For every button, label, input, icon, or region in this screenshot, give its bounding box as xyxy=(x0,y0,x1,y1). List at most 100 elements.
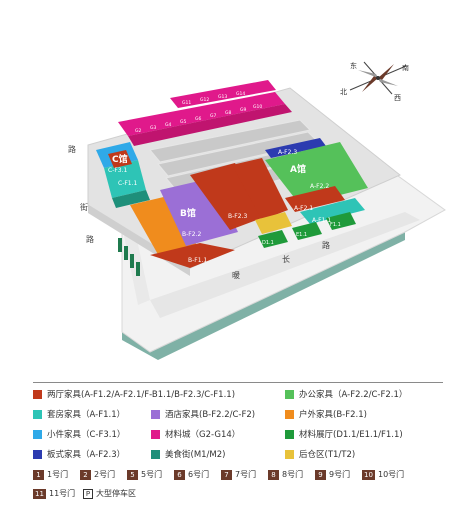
gate-number: 5 xyxy=(127,469,138,480)
booth-label: G13 xyxy=(218,94,227,100)
gate-label: 2号门 xyxy=(94,470,116,479)
hall-label: C-F1.1 xyxy=(118,180,138,187)
legend-label: 材料展厅(D1.1/E1.1/F1.1) xyxy=(299,430,403,440)
booth-label: G9 xyxy=(240,107,246,113)
hall-label: A-F2.1 xyxy=(294,205,313,212)
gate-item: 2 2号门 xyxy=(80,469,115,480)
booth-label: G3 xyxy=(150,125,156,131)
legend-swatch xyxy=(33,389,42,399)
legend-swatch xyxy=(151,409,160,419)
booth-label: G10 xyxy=(253,104,262,110)
legend-label: 小件家具（C-F3.1） xyxy=(47,430,126,440)
hall-label: B-F2.3 xyxy=(228,213,247,220)
legend-item: 板式家具（A-F2.3） xyxy=(33,448,125,460)
legend-item: 办公家具（A-F2.2/C-F2.1） xyxy=(285,388,407,400)
legend-swatch xyxy=(33,409,42,419)
parking-icon: P xyxy=(83,488,93,499)
legend-divider xyxy=(33,382,443,383)
legend-item: 户外家具(B-F2.1) xyxy=(285,408,367,420)
legend-swatch xyxy=(33,429,42,439)
legend-swatch xyxy=(285,409,294,419)
hall-label: A-F2.2 xyxy=(310,183,329,190)
compass-west: 西 xyxy=(394,94,401,102)
booth-label: G8 xyxy=(225,110,231,116)
legend-label: 板式家具（A-F2.3） xyxy=(47,450,126,460)
legend-label: 材料城（G2-G14） xyxy=(165,430,241,440)
booth-labels: G2 G3 G4 G5 G6 G7 G8 G9 G10 G11 G12 G13 … xyxy=(135,91,262,134)
gate-label: 5号门 xyxy=(141,470,163,479)
compass-rose: 东 南 北 西 xyxy=(340,61,409,102)
block-c-label: C馆 xyxy=(112,153,128,165)
legend-swatch xyxy=(285,389,294,399)
block-a-label: A馆 xyxy=(290,163,306,175)
area-label: E1.1 xyxy=(296,232,307,238)
legend-label: 酒店家具(B-F2.2/C-F2) xyxy=(165,410,256,420)
legend-item: 材料展厅(D1.1/E1.1/F1.1) xyxy=(285,428,403,440)
road-label: 暖 xyxy=(232,271,240,280)
gate-label: 10号门 xyxy=(378,470,405,479)
legend-label: 后仓区(T1/T2) xyxy=(299,450,356,460)
legend-swatch xyxy=(285,449,294,459)
hall-c-block xyxy=(96,142,150,208)
hall-label: B-F2.2 xyxy=(182,231,201,238)
legend-swatch xyxy=(285,429,294,439)
road-label: 长 xyxy=(282,254,290,264)
gate-item: 10 10号门 xyxy=(362,469,404,480)
gate-number: 11 xyxy=(33,488,46,499)
gate-item: 5 5号门 xyxy=(127,469,162,480)
booth-label: G14 xyxy=(236,91,245,97)
parking-area xyxy=(118,238,140,276)
exhibition-map: G2 G3 G4 G5 G6 G7 G8 G9 G10 G11 G12 G13 … xyxy=(68,61,446,360)
gate-item: 11 11号门 xyxy=(33,488,75,499)
booth-label: G12 xyxy=(200,97,209,103)
booth-label: G11 xyxy=(182,100,191,106)
road-label: 路 xyxy=(322,240,330,250)
legend-label: 美食街(M1/M2) xyxy=(165,450,226,460)
gate-item: 7 7号门 xyxy=(221,469,256,480)
hall-label: C-F3.1 xyxy=(108,167,128,174)
booth-label: G6 xyxy=(195,116,201,122)
legend-label: 户外家具(B-F2.1) xyxy=(299,410,367,420)
gate-item: 9 9号门 xyxy=(315,469,350,480)
gate-item: 8 8号门 xyxy=(268,469,303,480)
legend-swatch xyxy=(151,449,160,459)
hall-a-f2-3-strip xyxy=(265,138,326,158)
hall-label: A-F2.3 xyxy=(278,149,297,156)
gate-label: 1号门 xyxy=(47,470,69,479)
block-b-label: B馆 xyxy=(180,207,196,219)
gate-label: 7号门 xyxy=(235,470,257,479)
legend-item: 材料城（G2-G14） xyxy=(151,428,240,440)
booth-label: G4 xyxy=(165,122,171,128)
material-halls xyxy=(258,212,356,248)
gate-label: 11号门 xyxy=(49,489,76,498)
legend-item: 美食街(M1/M2) xyxy=(151,448,225,460)
gate-number: 10 xyxy=(362,469,375,480)
gate-label: 6号门 xyxy=(188,470,210,479)
gate-number: 9 xyxy=(315,469,326,480)
gate-label: 大型停车区 xyxy=(96,489,136,498)
hall-a-block xyxy=(255,142,368,234)
legend-label: 套房家具（A-F1.1） xyxy=(47,410,126,420)
hall-label: A-F1.1 xyxy=(312,217,331,224)
gate-item: 1 1号门 xyxy=(33,469,68,480)
gate-number: 7 xyxy=(221,469,232,480)
hall-label: B-F1.1 xyxy=(188,257,207,264)
gate-number: 1 xyxy=(33,469,44,480)
booth-label: G2 xyxy=(135,128,141,134)
legend-item: 酒店家具(B-F2.2/C-F2) xyxy=(151,408,255,420)
area-label: D1.1 xyxy=(262,240,274,246)
legend-swatch xyxy=(33,449,42,459)
road-label: 路 xyxy=(86,234,94,244)
legend-swatch xyxy=(151,429,160,439)
legend-item: 后仓区(T1/T2) xyxy=(285,448,355,460)
gate-label: 9号门 xyxy=(329,470,351,479)
compass-north: 北 xyxy=(340,88,347,96)
area-label: F1.1 xyxy=(330,222,341,228)
gate-item: P 大型停车区 xyxy=(83,488,136,499)
legend-item: 两厅家具(A-F1.2/A-F2.1/F-B1.1/B-F2.3/C-F1.1) xyxy=(33,388,235,400)
gate-item: 6 6号门 xyxy=(174,469,209,480)
compass-south: 南 xyxy=(402,63,409,72)
legend-item: 小件家具（C-F3.1） xyxy=(33,428,125,440)
gate-number: 8 xyxy=(268,469,279,480)
gate-number: 2 xyxy=(80,469,91,480)
